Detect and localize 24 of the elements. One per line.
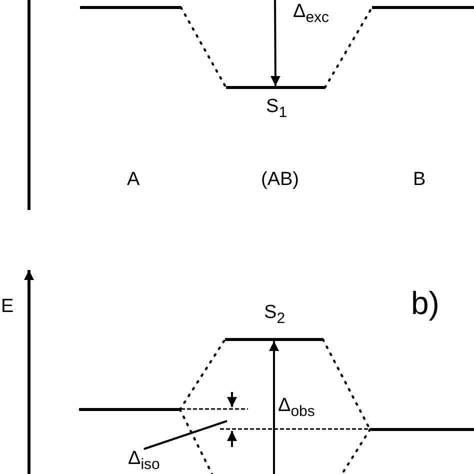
- column-label: B: [413, 170, 426, 189]
- state-label: S$_{2}$: [264, 303, 286, 326]
- arrow: [269, 341, 279, 474]
- energy-level: [225, 338, 323, 341]
- correlation-line: [178, 408, 214, 474]
- arrow: [270, 0, 280, 86]
- panel-label: b): [411, 287, 440, 319]
- leader-line: [144, 420, 228, 450]
- correlation-line: [340, 428, 372, 474]
- energy-level: [79, 408, 180, 411]
- energy-level: [372, 6, 474, 9]
- state-label: S$_{1}$: [266, 97, 288, 120]
- column-label: A: [127, 170, 140, 189]
- edge-label: Δ$_{obs}$: [278, 396, 315, 419]
- correlation-line: [324, 6, 374, 89]
- column-label: (AB): [261, 170, 299, 189]
- energy-level: [226, 86, 325, 89]
- energy-level: [370, 428, 474, 431]
- axis-label: E: [1, 297, 14, 316]
- edge-label: Δ$_{exc}$: [293, 2, 330, 25]
- correlation-line: [178, 338, 226, 411]
- delta-label: Δ$_{iso}$: [128, 449, 160, 472]
- correlation-line: [180, 6, 228, 89]
- energy-level: [80, 6, 181, 9]
